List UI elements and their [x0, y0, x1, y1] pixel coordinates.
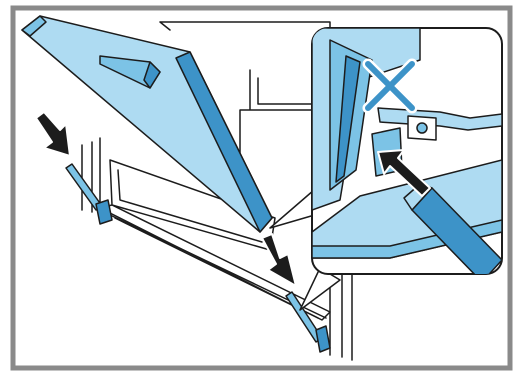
- detail-hinge-pin: [417, 123, 427, 133]
- detail-magnifier: [312, 28, 502, 282]
